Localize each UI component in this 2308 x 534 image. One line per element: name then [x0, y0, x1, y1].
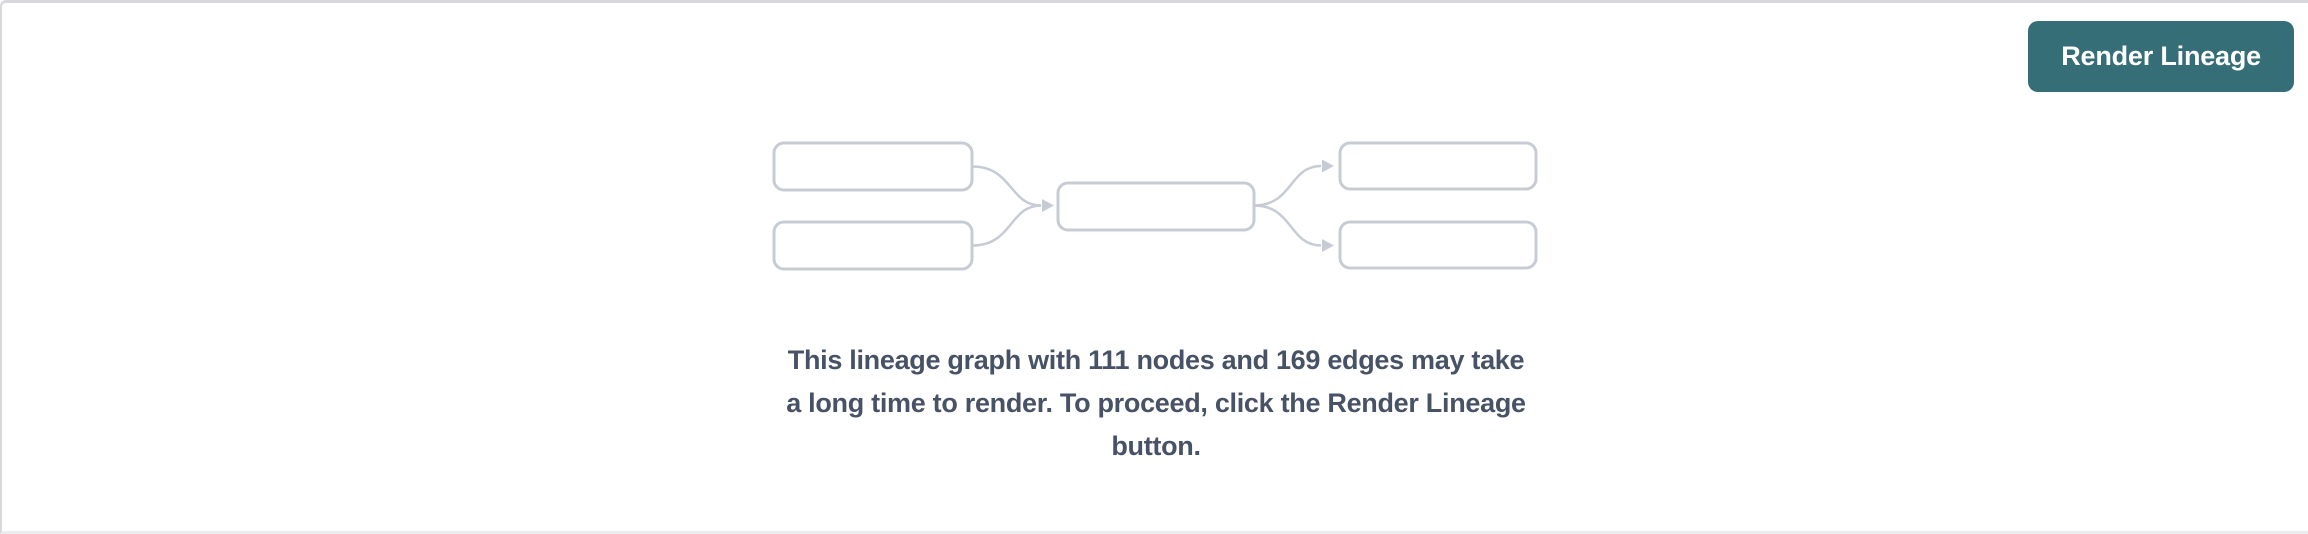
lineage-empty-state: This lineage graph with 111 nodes and 16…: [756, 133, 1556, 468]
message-line-3: button.: [1111, 431, 1201, 461]
placeholder-node-upstream-1: [772, 141, 974, 192]
placeholder-edge: [971, 165, 1042, 207]
placeholder-node-downstream-1: [1338, 141, 1538, 191]
arrowhead-icon: [1322, 159, 1334, 173]
render-lineage-button[interactable]: Render Lineage: [2028, 21, 2294, 92]
placeholder-node-downstream-2: [1338, 220, 1538, 270]
message-line-1: This lineage graph with 111 nodes and 16…: [787, 345, 1525, 375]
placeholder-node-upstream-2: [772, 220, 974, 271]
placeholder-edge: [971, 204, 1042, 247]
lineage-warning-message: This lineage graph with 111 nodes and 16…: [756, 339, 1556, 468]
placeholder-node-center: [1056, 181, 1256, 232]
message-line-2: a long time to render. To proceed, click…: [786, 388, 1526, 418]
arrowhead-icon: [1322, 239, 1334, 252]
placeholder-edge: [1253, 204, 1322, 247]
placeholder-edge: [1253, 164, 1322, 207]
lineage-placeholder-graphic: [772, 141, 1538, 271]
arrowhead-icon: [1042, 199, 1054, 212]
